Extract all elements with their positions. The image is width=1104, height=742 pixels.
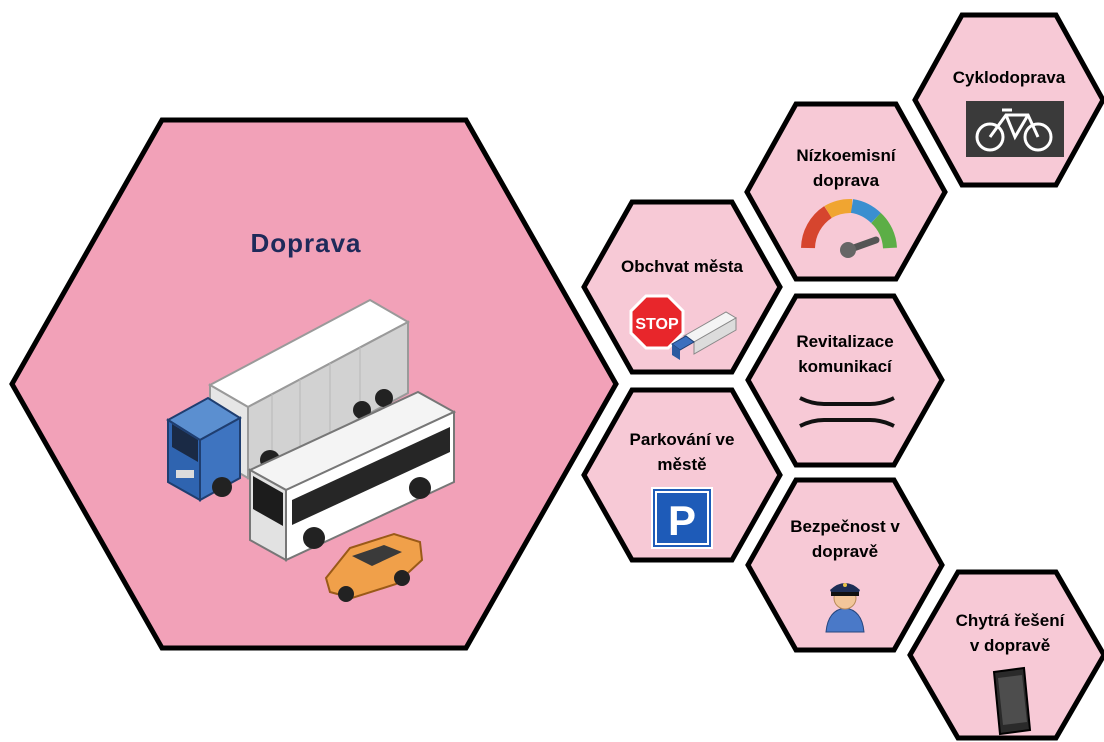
tile-obchvat[interactable]: Obchvat města STOP — [581, 199, 783, 375]
tile-label-line-1: Parkování ve — [630, 430, 735, 449]
tile-label: Cyklodoprava — [953, 68, 1066, 87]
parking-sign-letter: P — [668, 497, 696, 544]
tile-label-line-2: doprava — [813, 171, 880, 190]
tile-label-line-2: dopravě — [812, 542, 878, 561]
truck-icon — [166, 298, 411, 502]
tile-label-line-1: Nízkoemisní — [796, 146, 896, 165]
tile-label-line-2: komunikací — [798, 357, 893, 376]
stop-sign-icon: STOP — [629, 294, 737, 360]
tile-label-line-1: Chytrá řešení — [956, 611, 1066, 630]
tile-label-line-2: v dopravě — [970, 636, 1050, 655]
police-officer-icon — [825, 583, 865, 633]
tile-label-line-2: městě — [657, 455, 706, 474]
tile-label-line-1: Bezpečnost v — [790, 517, 900, 536]
tile-revitalizace[interactable]: Revitalizace komunikací — [745, 293, 945, 468]
tile-label: Obchvat města — [621, 257, 743, 276]
tile-chytra[interactable]: Chytrá řešení v dopravě — [907, 569, 1104, 741]
road-icon — [799, 396, 895, 428]
main-title: Doprava — [250, 228, 361, 258]
parking-sign-icon: P — [651, 487, 713, 549]
stop-sign-text: STOP — [635, 316, 679, 333]
bicycle-icon — [966, 101, 1064, 157]
gauge-icon — [801, 199, 897, 258]
tile-bezpecnost[interactable]: Bezpečnost v dopravě — [745, 477, 945, 653]
bus-icon — [247, 390, 457, 562]
smartphone-icon — [992, 666, 1032, 736]
car-icon — [324, 532, 424, 602]
tile-parkovani[interactable]: Parkování ve městě P — [581, 387, 783, 563]
tile-cyklodoprava[interactable]: Cyklodoprava — [912, 12, 1104, 188]
tile-label-line-1: Revitalizace — [796, 332, 893, 351]
tile-nizkoemisni[interactable]: Nízkoemisní doprava — [744, 101, 948, 282]
main-hexagon: Doprava — [9, 117, 619, 651]
